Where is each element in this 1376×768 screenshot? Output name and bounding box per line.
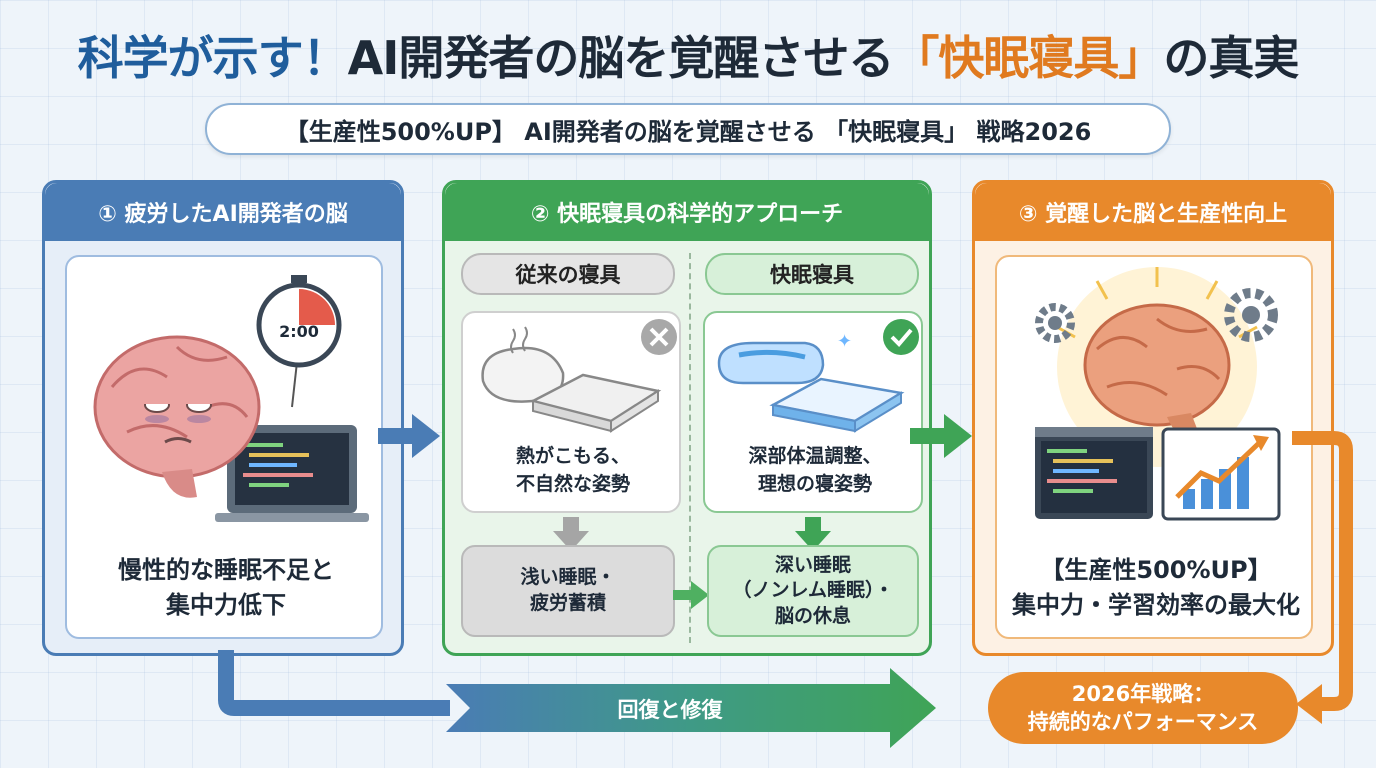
growth-chart-icon bbox=[1161, 427, 1281, 521]
title-part4: の真実 bbox=[1163, 31, 1299, 85]
gel-pillow-icon: ✦ bbox=[717, 331, 852, 385]
panel-awake-card: 【生産性500%UP】 集中力・学習効率の最大化 bbox=[995, 255, 1313, 639]
deep-sleep-line1: 深い睡眠 bbox=[774, 553, 851, 576]
panel-tired-brain-header: ① 疲労したAI開発者の脳 bbox=[45, 183, 401, 241]
conventional-desc: 熱がこもる、 不自然な姿勢 bbox=[463, 443, 683, 498]
awake-caption-line2: 集中力・学習効率の最大化 bbox=[1012, 590, 1300, 619]
bottom-arrow-label: 回復と修復 bbox=[617, 698, 723, 722]
arrow-2-to-3 bbox=[910, 414, 972, 458]
gear-icon bbox=[1035, 288, 1278, 343]
tired-brain-illustration: 2:00 bbox=[93, 275, 369, 522]
panel-science-header: ② 快眠寝具の科学的アプローチ bbox=[445, 183, 929, 241]
deep-sleep-line2: （ノンレム睡眠）・ bbox=[732, 579, 894, 602]
shallow-sleep-box: 浅い睡眠・ 疲労蓄積 bbox=[461, 545, 675, 637]
sleep-bedding-illustration: ✦ bbox=[717, 319, 919, 433]
shallow-sleep-line1: 浅い睡眠・ bbox=[520, 566, 616, 589]
title-part1: 科学が示す！ bbox=[77, 31, 349, 85]
svg-text:✦: ✦ bbox=[837, 331, 852, 352]
conventional-bedding-card: 熱がこもる、 不自然な姿勢 bbox=[461, 311, 681, 513]
monitor-code-icon bbox=[1035, 427, 1153, 519]
panel-awake-brain: ③ 覚醒した脳と生産性向上 bbox=[972, 180, 1334, 656]
sleep-bedding-desc: 深部体温調整、 理想の寝姿勢 bbox=[705, 443, 925, 498]
strategy-line2: 持続的なパフォーマンス bbox=[1027, 710, 1259, 734]
sleep-desc-line2: 理想の寝姿勢 bbox=[757, 472, 872, 495]
strategy-line1: 2026年戦略： bbox=[1071, 681, 1215, 706]
panel-awake-header: ③ 覚醒した脳と生産性向上 bbox=[975, 183, 1331, 241]
page-title: 科学が示す！AI開発者の脳を覚醒させる「快眠寝具」の真実 bbox=[0, 22, 1376, 88]
clock-time: 2:00 bbox=[279, 322, 319, 341]
tired-caption-line1: 慢性的な睡眠不足と bbox=[118, 556, 334, 584]
arrow-down-right bbox=[795, 517, 831, 551]
awake-caption-line1: 【生産性500%UP】 bbox=[1040, 556, 1272, 584]
label-conventional-bedding: 従来の寝具 bbox=[461, 253, 675, 295]
panel-awake-caption: 【生産性500%UP】 集中力・学習効率の最大化 bbox=[997, 553, 1315, 623]
divider bbox=[689, 253, 691, 643]
subtitle: 【生産性500%UP】 AI開発者の脳を覚醒させる 「快眠寝具」 戦略2026 bbox=[205, 103, 1171, 155]
pillow-icon bbox=[481, 326, 565, 403]
laptop-icon bbox=[215, 425, 369, 522]
title-part3: 「快眠寝具」 bbox=[893, 31, 1164, 85]
panel-tired-brain-card: 2:00 慢性的な睡眠不足と 集中力低下 bbox=[65, 255, 383, 639]
bottom-flow-arrow bbox=[218, 650, 936, 748]
strategy-pill: 2026年戦略： 持続的なパフォーマンス bbox=[988, 672, 1298, 744]
brain-tired-icon bbox=[93, 335, 261, 498]
sleep-desc-line1: 深部体温調整、 bbox=[748, 445, 882, 467]
mattress-icon bbox=[529, 373, 662, 433]
arrow-down-left bbox=[553, 517, 589, 551]
tired-caption-line2: 集中力低下 bbox=[166, 590, 286, 619]
sleep-bedding-card: ✦ 深部体温調整、 理想の寝姿勢 bbox=[703, 311, 923, 513]
title-part2: AI開発者の脳を覚醒させる bbox=[347, 31, 895, 85]
conventional-desc-line1: 熱がこもる、 bbox=[515, 445, 630, 467]
cross-icon bbox=[641, 319, 677, 355]
shallow-sleep-line2: 疲労蓄積 bbox=[529, 592, 606, 614]
brain-awake-icon bbox=[1083, 303, 1231, 441]
conventional-desc-line2: 不自然な姿勢 bbox=[515, 472, 630, 495]
clock-icon bbox=[256, 275, 342, 408]
panel-tired-brain-caption: 慢性的な睡眠不足と 集中力低下 bbox=[67, 553, 385, 623]
awake-brain-illustration bbox=[1035, 267, 1281, 521]
panel-tired-brain: ① 疲労したAI開発者の脳 bbox=[42, 180, 404, 656]
label-sleep-bedding: 快眠寝具 bbox=[705, 253, 919, 295]
arrow-left-to-right bbox=[673, 581, 709, 609]
cooling-mattress-icon bbox=[769, 377, 905, 433]
panel-science-approach: ② 快眠寝具の科学的アプローチ 従来の寝具 熱がこもる、 不自然な姿勢 bbox=[442, 180, 932, 656]
check-icon bbox=[883, 319, 919, 355]
orange-return-arrow bbox=[1292, 431, 1353, 724]
arrow-1-to-2 bbox=[378, 414, 440, 458]
conventional-illustration bbox=[481, 319, 677, 433]
deep-sleep-box: 深い睡眠 （ノンレム睡眠）・ 脳の休息 bbox=[707, 545, 919, 637]
deep-sleep-line3: 脳の休息 bbox=[774, 604, 851, 627]
